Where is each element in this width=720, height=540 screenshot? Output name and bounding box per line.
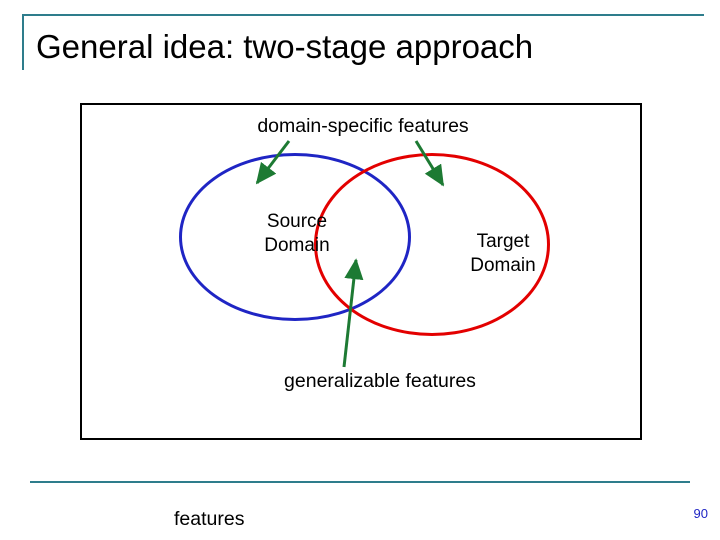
page-number: 90 — [693, 506, 708, 521]
target-domain-label: Target Domain — [470, 231, 536, 276]
source-domain-label: Source Domain — [264, 211, 330, 256]
header-rule-left — [22, 14, 24, 70]
slide-header: General idea: two-stage approach — [0, 0, 720, 92]
diagram-container: domain-specific features Source Domain T… — [80, 103, 642, 530]
domain-specific-features-label: domain-specific features — [257, 115, 469, 137]
features-label: features — [174, 508, 245, 530]
header-rule-top — [22, 14, 704, 16]
generalizable-features-label: generalizable features — [284, 370, 476, 392]
footer-rule — [30, 481, 690, 483]
page-title: General idea: two-stage approach — [36, 28, 534, 65]
